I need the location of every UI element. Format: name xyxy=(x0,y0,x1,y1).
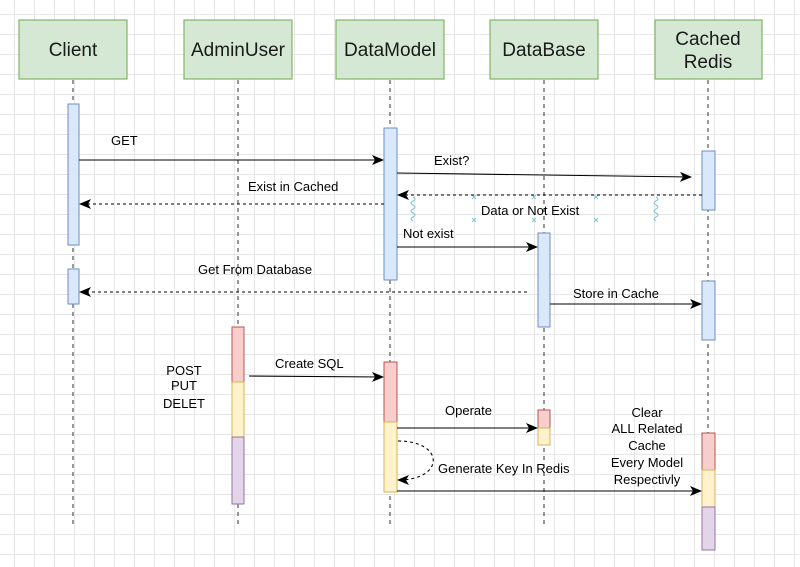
activation-redis-2 xyxy=(701,280,716,341)
activation-adminuser-purple xyxy=(231,436,245,505)
message-get-from-database-label: Get From Database xyxy=(198,262,312,277)
message-not-exist-label: Not exist xyxy=(403,226,454,241)
activation-datamodel-1 xyxy=(383,127,398,281)
participant-database-label: DataBase xyxy=(502,40,585,61)
participant-redis-label-line1: Cached xyxy=(675,29,741,50)
activation-redis-purple xyxy=(701,506,716,551)
message-create-sql-arrow xyxy=(248,371,384,382)
message-data-or-not-exist-label: Data or Not Exist xyxy=(481,203,580,218)
participant-client-label: Client xyxy=(49,40,98,61)
squiggle-markers xyxy=(410,194,659,223)
participant-adminuser: AdminUser xyxy=(183,19,293,80)
note-admin-actions-line3: DELET xyxy=(163,396,205,411)
note-admin-actions-line1: POST xyxy=(166,363,201,378)
message-store-in-cache-label: Store in Cache xyxy=(573,286,659,301)
note-clear-cache: Clear ALL Related Cache Every Model Resp… xyxy=(611,405,683,487)
activation-client-1 xyxy=(67,103,80,246)
message-generate-key-selfcall xyxy=(397,440,434,485)
participant-headers: Client AdminUser DataModel DataBase Cach… xyxy=(18,19,763,80)
note-clear-cache-line5: Respectivly xyxy=(614,472,681,487)
note-clear-cache-line3: Cache xyxy=(628,438,666,453)
squiggle-2 xyxy=(653,196,659,222)
activation-database-red xyxy=(537,409,551,429)
message-create-sql-label: Create SQL xyxy=(275,356,344,371)
activation-datamodel-red xyxy=(383,361,398,423)
activation-redis-red xyxy=(701,432,716,471)
note-clear-cache-line1: Clear xyxy=(631,405,663,420)
message-generate-key-label: Generate Key In Redis xyxy=(438,461,570,476)
message-exist-label: Exist? xyxy=(434,153,469,168)
participant-adminuser-label: AdminUser xyxy=(191,40,286,61)
squiggle-1 xyxy=(410,196,416,222)
participant-database: DataBase xyxy=(489,19,599,80)
activation-adminuser-yellow xyxy=(231,381,245,438)
activation-bars xyxy=(67,103,716,551)
activation-redis-yellow xyxy=(701,469,716,508)
participant-datamodel-label: DataModel xyxy=(344,40,436,61)
messages: GET Exist? Exist in Cached Data or Not E… xyxy=(79,133,702,496)
note-clear-cache-line4: Every Model xyxy=(611,455,683,470)
message-exist-arrow xyxy=(396,171,692,182)
note-clear-cache-line2: ALL Related xyxy=(611,421,682,436)
cross-marks xyxy=(471,194,599,223)
participant-client: Client xyxy=(18,19,128,80)
activation-database-1 xyxy=(537,232,551,328)
participant-redis-label-line2: Redis xyxy=(684,52,733,73)
activation-adminuser-red xyxy=(231,326,245,383)
note-admin-actions-line2: PUT xyxy=(171,378,197,393)
note-admin-actions: POST PUT DELET xyxy=(163,363,205,411)
message-exist-in-cached-label: Exist in Cached xyxy=(248,179,338,194)
activation-database-yellow xyxy=(537,427,551,446)
message-get-label: GET xyxy=(111,133,138,148)
participant-redis: Cached Redis xyxy=(654,19,763,80)
message-operate-label: Operate xyxy=(445,403,492,418)
participant-datamodel: DataModel xyxy=(335,19,445,80)
activation-datamodel-yellow xyxy=(383,421,398,493)
activation-redis-1 xyxy=(701,150,716,211)
activation-client-2 xyxy=(67,268,80,305)
